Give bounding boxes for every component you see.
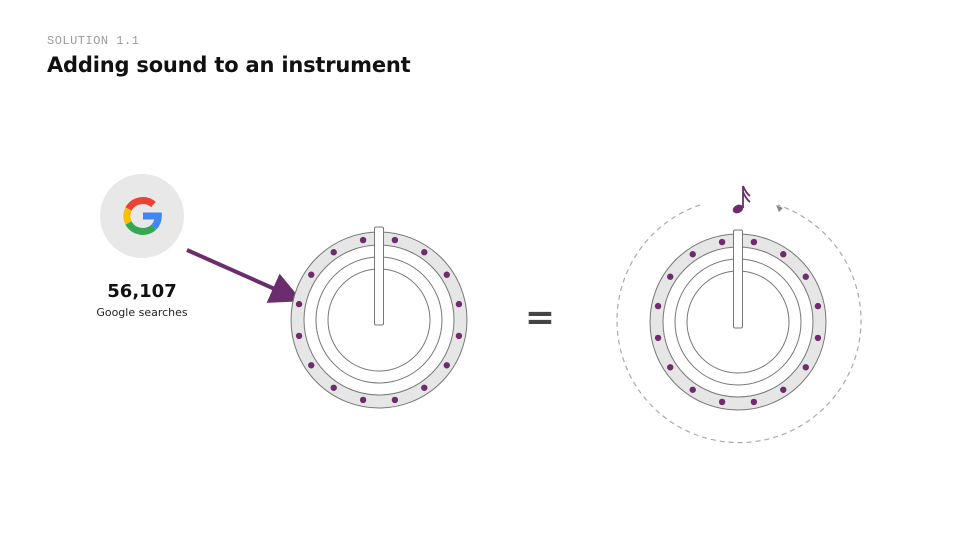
knob-pointer <box>733 229 743 329</box>
knob-tick-dot <box>667 273 674 280</box>
knob-tick-dot <box>718 238 726 246</box>
knob-tick-dot <box>330 384 337 391</box>
knob-tick-dot <box>391 236 399 244</box>
music-note-icon <box>732 185 751 214</box>
google-g-blue <box>143 212 162 230</box>
knob-tick-dot <box>330 249 337 256</box>
arrow-icon <box>186 248 303 303</box>
knob-tick-dot <box>780 251 787 258</box>
google-icon-background <box>100 174 184 258</box>
knob-tick-dot <box>689 251 696 258</box>
knob-tick-dot <box>359 396 367 404</box>
knob-output <box>649 229 827 411</box>
equals-sign: = <box>525 297 555 338</box>
knob-input <box>290 226 468 409</box>
knob-tick-dot <box>802 364 809 371</box>
knob-tick-dot <box>295 300 303 308</box>
knob-tick-dot <box>455 300 463 308</box>
knob-pointer <box>374 226 384 326</box>
knob-tick-dot <box>443 271 450 278</box>
google-g-green <box>125 221 157 235</box>
knob-tick-dot <box>667 364 674 371</box>
rotation-arrow-icon <box>776 205 783 212</box>
google-g-yellow <box>123 207 132 225</box>
google-icon <box>100 174 184 258</box>
knob-tick-dot <box>718 398 726 406</box>
knob-tick-dot <box>455 332 463 340</box>
knob-tick-dot <box>750 398 758 406</box>
knob-tick-dot <box>654 334 662 342</box>
knob-tick-dot <box>814 334 822 342</box>
knob-tick-dot <box>421 249 428 256</box>
stat-value: 56,107 <box>107 281 177 302</box>
knob-tick-dot <box>391 396 399 404</box>
knob-tick-dot <box>750 238 758 246</box>
knob-tick-dot <box>295 332 303 340</box>
knob-tick-dot <box>814 302 822 310</box>
knob-tick-dot <box>802 273 809 280</box>
knob-tick-dot <box>780 386 787 393</box>
rotation-arc <box>616 204 862 444</box>
knob-tick-dot <box>421 384 428 391</box>
knob-tick-dot <box>308 271 315 278</box>
stat-label: Google searches <box>96 306 188 319</box>
google-g-red <box>125 197 156 211</box>
page-title: Adding sound to an instrument <box>47 53 411 77</box>
knob-tick-dot <box>654 302 662 310</box>
knob-tick-dot <box>308 362 315 369</box>
solution-label: SOLUTION 1.1 <box>47 34 140 48</box>
knob-tick-dot <box>443 362 450 369</box>
knob-tick-dot <box>359 236 367 244</box>
knob-tick-dot <box>689 386 696 393</box>
